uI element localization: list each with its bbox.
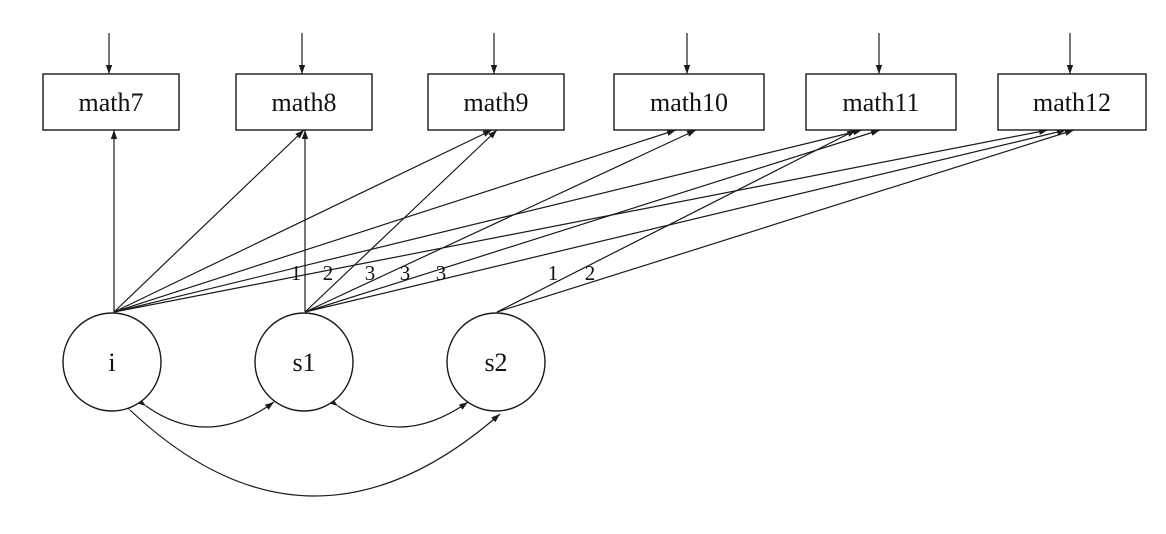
latent-label-i: i <box>108 348 115 377</box>
edges-layer <box>105 33 1075 497</box>
loading-s2-math12 <box>496 129 1075 313</box>
latent-circle <box>254 312 354 412</box>
loading-s1-math12 <box>304 128 1067 313</box>
observed-label-math7: math7 <box>79 88 144 117</box>
path-label-s1-1: 2 <box>323 261 334 285</box>
loading-i-math12 <box>113 128 1049 313</box>
loading-i-math8 <box>113 129 305 313</box>
observed-label-math10: math10 <box>650 88 728 117</box>
latent-circle <box>446 312 546 412</box>
path-label-s2-0: 1 <box>548 261 559 285</box>
loading-s2-math11 <box>496 129 857 313</box>
covariance-s1-s2 <box>328 398 469 428</box>
observed-box-frame <box>235 73 373 131</box>
path-label-s2-1: 2 <box>585 261 596 285</box>
observed-box-math8: math8 <box>235 73 373 131</box>
observed-box-math9: math9 <box>427 73 565 131</box>
covariance-i-s2 <box>121 401 501 497</box>
covariance-i-s1 <box>136 398 275 428</box>
loading-s1-math10 <box>304 129 697 313</box>
observed-box-frame <box>805 73 957 131</box>
observed-label-math12: math12 <box>1033 88 1111 117</box>
loading-i-math10 <box>113 129 677 313</box>
latent-variables: i s1 s2 <box>62 312 546 412</box>
observed-label-math8: math8 <box>272 88 337 117</box>
observed-box-math7: math7 <box>42 73 180 131</box>
observed-box-frame <box>42 73 180 131</box>
observed-box-frame <box>427 73 565 131</box>
loading-s1-math11 <box>304 129 881 313</box>
path-label-s1-3: 3 <box>400 261 411 285</box>
latent-label-s1: s1 <box>292 348 315 377</box>
observed-label-math9: math9 <box>464 88 529 117</box>
observed-box-frame <box>613 73 765 131</box>
latent-circle <box>62 312 162 412</box>
loading-s1-math9 <box>304 129 498 313</box>
latent-label-s2: s2 <box>484 348 507 377</box>
path-label-s1-0: 1 <box>291 261 302 285</box>
observed-box-math12: math12 <box>997 73 1147 131</box>
observed-box-math11: math11 <box>805 73 957 131</box>
path-label-s1-4: 3 <box>436 261 447 285</box>
observed-label-math11: math11 <box>842 88 919 117</box>
latent-node-i: i <box>62 312 162 412</box>
latent-node-s2: s2 <box>446 312 546 412</box>
observed-variables: math7 math8 math9 math10 math11 math12 <box>42 73 1147 131</box>
loading-i-math9 <box>113 129 493 313</box>
latent-node-s1: s1 <box>254 312 354 412</box>
observed-box-frame <box>997 73 1147 131</box>
loading-i-math11 <box>113 129 863 313</box>
observed-box-math10: math10 <box>613 73 765 131</box>
path-label-s1-2: 3 <box>365 261 376 285</box>
